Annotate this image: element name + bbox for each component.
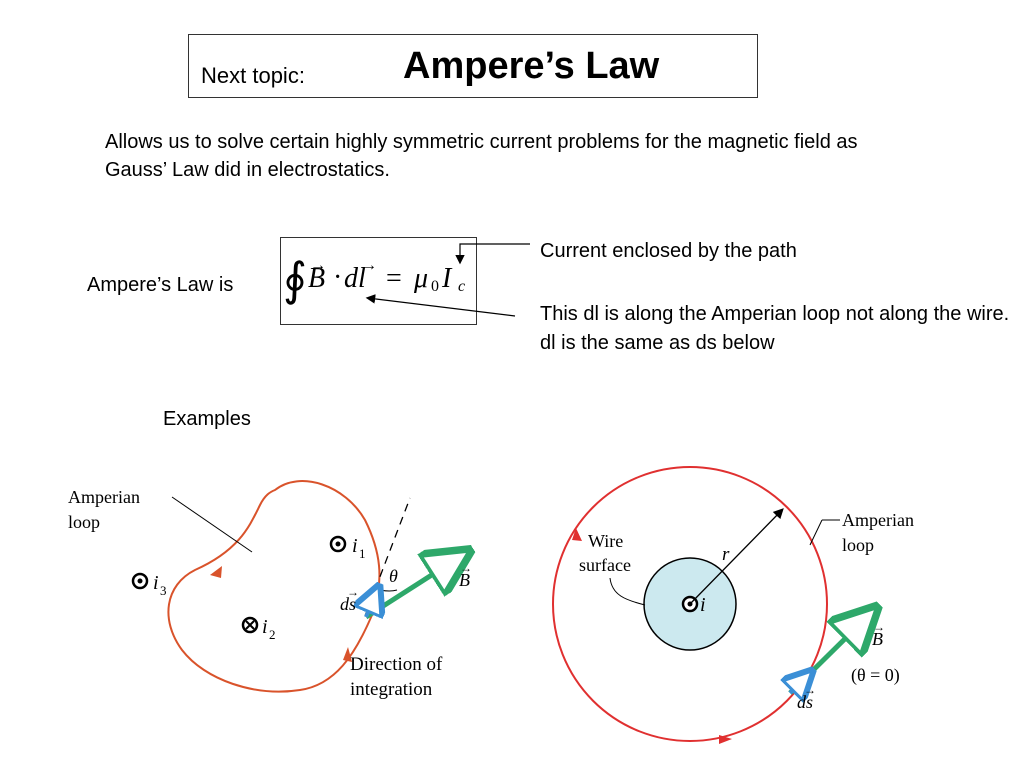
vector-arrow-icon: → [804, 683, 816, 697]
ds-vector-arrow [366, 598, 374, 617]
wire-label-1: Wire [588, 531, 623, 551]
label-ds-left: ds [340, 594, 356, 614]
wire-label-2: surface [579, 555, 631, 575]
radius-arrow [689, 508, 784, 605]
label-i2-sub: 2 [269, 627, 276, 642]
vector-arrow-icon: → [310, 257, 326, 274]
intro-text: Allows us to solve certain highly symmet… [105, 131, 858, 181]
eq-dl: dl [344, 263, 366, 294]
figure-left: Amperian loop i 1 i 3 i 2 θ B → ds → Dir… [68, 480, 472, 700]
eq-mu: μ [414, 263, 429, 294]
amperian-loop [167, 480, 381, 693]
current-dot-icon [335, 541, 341, 547]
label-i-right: i [700, 594, 706, 616]
examples-label: Examples [163, 408, 251, 430]
eq-mu-subscript: 0 [431, 278, 439, 295]
label-theta: θ [389, 566, 398, 586]
vector-arrow-icon: → [873, 620, 885, 634]
eq-I: I [442, 263, 452, 294]
wire-leader-line [609, 577, 646, 606]
amperian-label-1: Amperian [68, 487, 140, 507]
eq-B: B [308, 263, 326, 294]
label-ds-right: ds [797, 692, 813, 712]
direction-label-2: integration [350, 679, 433, 700]
eq-equals: = [386, 263, 402, 294]
cross-icon [245, 620, 255, 630]
label-i2: i [262, 616, 268, 638]
contour-integral-symbol: ∮ [283, 254, 307, 305]
eq-I-subscript: c [458, 278, 466, 295]
label-i3: i [153, 572, 159, 594]
label-i1-sub: 1 [359, 546, 366, 561]
ds-vector-arrow-right [790, 680, 803, 693]
current-dot-icon [137, 578, 143, 584]
loop-direction-arrow-icon [572, 528, 582, 541]
label-b-left: B [459, 570, 470, 590]
label-i3-sub: 3 [160, 583, 167, 598]
amperian-leader-line [171, 496, 253, 553]
amperian-right-label-2: loop [842, 535, 874, 555]
equation-box: ∮ B → · dl → = μ 0 I c [280, 237, 477, 325]
current-annotation: Current enclosed by the path [540, 240, 797, 262]
label-i1: i [352, 535, 358, 557]
loop-direction-arrow-icon [719, 735, 732, 744]
dl-annotation: This dl is along the Amperian loop not a… [540, 303, 1010, 354]
label-r: r [722, 544, 730, 565]
title-box: Next topic: Ampere’s Law [188, 34, 758, 98]
amperian-leader-line-right [809, 519, 823, 546]
figure-right: i r Wire surface Amperian loop B → (θ = … [552, 466, 914, 744]
page-title: Ampere’s Law [403, 45, 660, 87]
theta-zero-label: (θ = 0) [851, 665, 900, 686]
vector-arrow-icon: → [361, 257, 377, 274]
vector-arrow-icon: → [347, 585, 359, 599]
amperian-right-label-1: Amperian [842, 510, 914, 530]
eq-dot: · [333, 262, 343, 293]
label-b-right: B [872, 629, 883, 649]
loop-direction-arrow-icon [343, 647, 352, 662]
dl-pointer-arrow [365, 294, 516, 317]
current-pointer-arrow [455, 243, 530, 265]
title-prefix: Next topic: [201, 63, 305, 88]
law-label: Ampere’s Law is [87, 274, 234, 296]
amperian-label-2: loop [68, 512, 100, 532]
vector-arrow-icon: → [460, 561, 472, 575]
direction-label-1: Direction of [350, 654, 443, 675]
theta-arc [379, 589, 398, 592]
loop-direction-arrow-icon [210, 566, 222, 578]
